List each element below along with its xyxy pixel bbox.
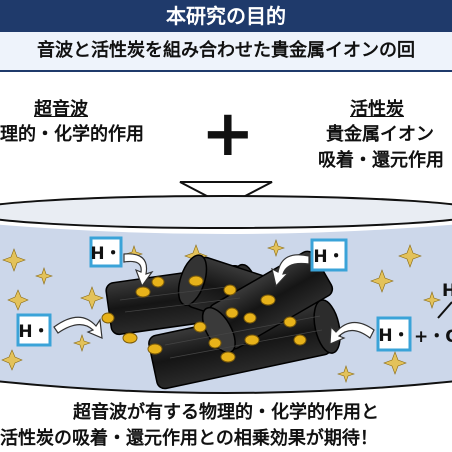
right-label-bottom: +・O <box>414 327 452 347</box>
curved-arrow-icon <box>53 316 103 339</box>
sparkle-icon <box>383 351 407 375</box>
title-bar: 本研究の目的 <box>0 0 452 32</box>
activated-carbon-effect-line1: 貴金属イオン <box>326 124 434 145</box>
sparkle-icon <box>337 365 355 383</box>
radical-box-4: H・ <box>376 316 412 352</box>
sparkle-icon <box>423 291 441 309</box>
subtitle-band <box>0 32 452 72</box>
arrow-line-icon <box>437 301 452 319</box>
gold-particle <box>135 286 151 298</box>
activated-carbon-heading: 活性炭 <box>350 99 404 120</box>
radical-box-3: H・ <box>16 313 52 347</box>
gold-particle <box>122 332 138 344</box>
radical-label: H・ <box>90 244 121 264</box>
page-title: 本研究の目的 <box>166 4 286 28</box>
gold-particle <box>225 307 239 319</box>
gold-particle <box>243 312 257 324</box>
radical-label: H・ <box>18 322 49 342</box>
subtitle: 音波と活性炭を組み合わせた貴金属イオンの回 <box>37 40 415 61</box>
curved-arrow-icon <box>123 253 154 288</box>
sparkle-icon <box>1 349 23 371</box>
radical-box-2: H・ <box>310 238 348 272</box>
sparkle-icon <box>35 267 53 285</box>
conclusion-line-2: 活性炭の吸着・還元作用との相乗効果が期待！ <box>0 428 378 449</box>
sparkle-icon <box>370 269 394 293</box>
ultrasound-heading: 超音波 <box>34 99 88 120</box>
gold-particle <box>293 334 307 346</box>
activated-carbon-effect-line2: 吸着・還元作用 <box>318 150 444 171</box>
gold-particle <box>260 294 276 306</box>
vessel-bottom <box>0 380 452 394</box>
gold-particles <box>101 275 307 363</box>
gold-particle <box>223 284 237 296</box>
gold-particle <box>208 337 222 349</box>
conclusion-line-1: 超音波が有する物理的・化学的作用と <box>73 402 379 423</box>
sparkle-icon <box>73 334 91 352</box>
sparkle-icon <box>267 239 285 257</box>
sparkle-icon <box>2 248 26 272</box>
gold-particle <box>244 334 260 346</box>
gold-particle <box>151 276 165 288</box>
radical-label: H・ <box>313 247 344 267</box>
gold-particle <box>188 275 204 287</box>
ultrasound-effect: 理的・化学的作用 <box>0 124 144 145</box>
down-arrow-icon <box>179 181 273 208</box>
plus-symbol: + <box>201 97 255 171</box>
sparkle-icon <box>80 286 104 310</box>
gold-particle <box>193 321 207 333</box>
right-label-top: H <box>442 281 452 301</box>
gold-particle <box>220 351 236 363</box>
curved-arrows <box>53 253 375 345</box>
vessel-rim <box>0 195 452 229</box>
radical-label: H・ <box>378 326 409 346</box>
sparkle-icon <box>7 289 29 311</box>
gold-particle <box>283 316 297 328</box>
gold-particle <box>147 343 163 355</box>
radical-box-1: H・ <box>89 236 123 268</box>
gold-particle <box>101 312 115 324</box>
curved-arrow-icon <box>329 321 375 345</box>
curved-arrow-icon <box>271 254 310 288</box>
sparkle-icon <box>398 244 422 268</box>
